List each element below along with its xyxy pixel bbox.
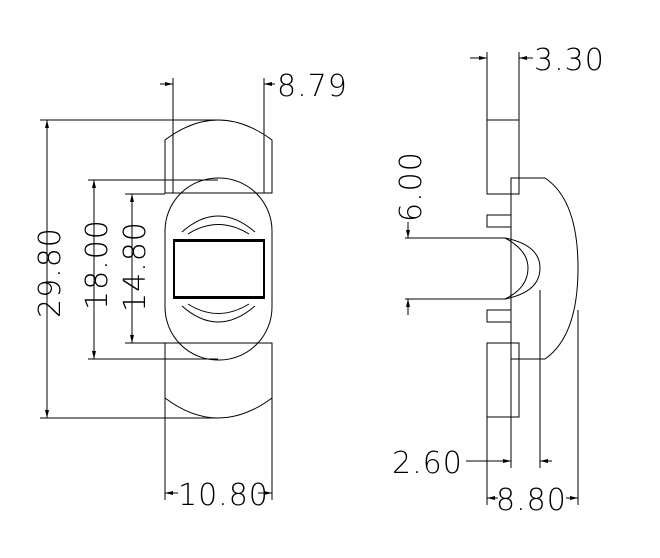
side-top-tab bbox=[486, 119, 520, 195]
side-housing bbox=[510, 177, 579, 360]
front-lens-bottom bbox=[181, 305, 256, 323]
side-rod bbox=[405, 237, 541, 300]
dim-front-10-80: 10.80 bbox=[178, 478, 269, 513]
side-bottom-tab bbox=[486, 342, 520, 418]
front-lens-top bbox=[181, 215, 256, 233]
dim-side-3-30: 3.30 bbox=[534, 43, 605, 78]
dim-front-14-80: 14.80 bbox=[118, 221, 153, 312]
dim-side-6-00: 6.00 bbox=[394, 151, 429, 222]
side-notch-top bbox=[486, 214, 512, 228]
side-view: 3.30 6.00 2.60 8.80 bbox=[392, 43, 605, 518]
front-lens-top-inner bbox=[187, 224, 250, 235]
dim-side-2-60: 2.60 bbox=[392, 446, 463, 481]
front-lens-bottom-inner bbox=[187, 303, 250, 314]
dim-front-8-79: 8.79 bbox=[277, 69, 348, 104]
dim-front-29-80: 29.80 bbox=[33, 227, 68, 318]
side-notch-bottom bbox=[486, 309, 512, 323]
front-bottom-cap bbox=[164, 342, 273, 419]
dim-front-18-00: 18.00 bbox=[80, 219, 115, 310]
front-top-cap bbox=[164, 119, 273, 194]
front-body-outline bbox=[164, 177, 273, 361]
front-view: 8.79 29.80 18.00 14.80 10.80 bbox=[33, 69, 348, 513]
dim-side-8-80: 8.80 bbox=[496, 483, 567, 518]
front-window bbox=[173, 239, 265, 299]
